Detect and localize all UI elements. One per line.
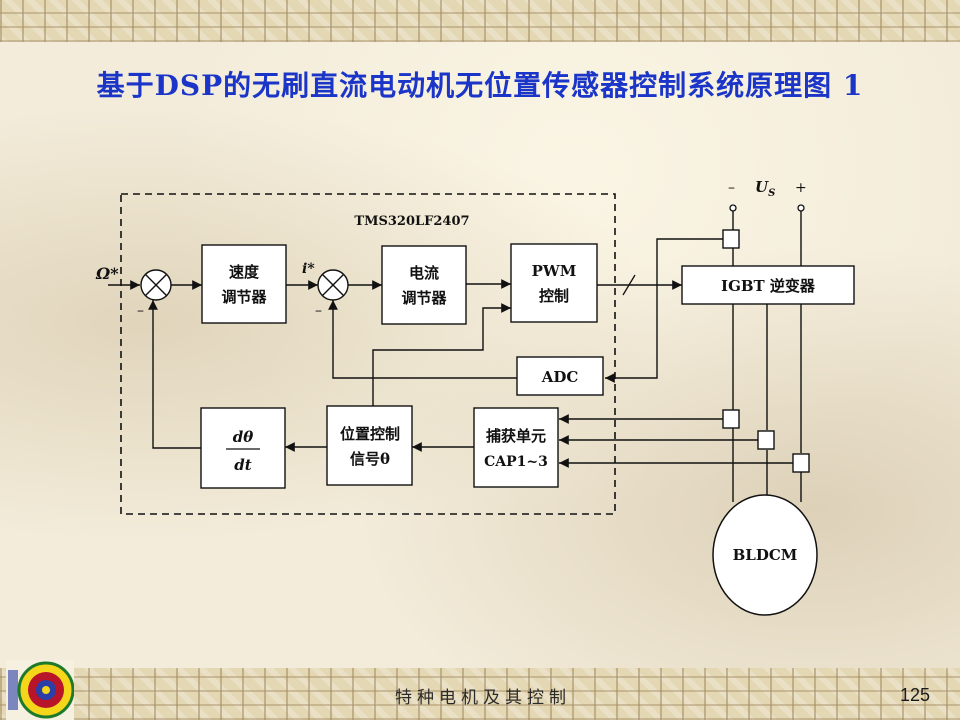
supply-terminals	[729, 204, 805, 266]
position-to-pwm-line	[372, 303, 511, 406]
supply-voltage-label: US	[755, 178, 775, 199]
bldc-motor	[712, 494, 818, 616]
dsp-boundary	[120, 193, 616, 515]
pwm-control-label-2: 控制	[539, 287, 569, 305]
igbt-inverter-label: IGBT 逆变器	[721, 277, 816, 295]
phase-a-sensor	[722, 409, 740, 429]
current-feedback-minus: –	[315, 303, 322, 319]
current-summing-junction	[317, 269, 349, 301]
supply-voltage-subscript: S	[768, 188, 775, 199]
supply-minus-label: –	[728, 180, 735, 196]
igbt-inverter-block	[681, 265, 855, 305]
speed-summing-junction	[140, 269, 172, 301]
university-logo	[6, 660, 74, 720]
current-reference-label: i*	[302, 261, 315, 277]
footer-course-title: 特种电机及其控制	[395, 688, 571, 708]
supply-voltage-symbol: U	[755, 178, 769, 196]
decorative-border-bottom	[0, 668, 960, 720]
capture-unit-label-2: CAP1~3	[484, 454, 548, 470]
current-regulator-label-2: 调节器	[401, 289, 447, 307]
decorative-border-top	[0, 0, 960, 42]
position-signal-label-1: 位置控制	[340, 425, 400, 443]
bus-slash	[622, 274, 636, 296]
speed-regulator-block	[201, 244, 287, 324]
position-signal-label-2: 信号θ	[350, 450, 390, 468]
bldc-motor-label: BLDCM	[733, 546, 798, 564]
speed-regulator-label-2: 调节器	[221, 288, 267, 306]
current-regulator-label-1: 电流	[409, 264, 439, 282]
current-regulator-block	[381, 245, 467, 325]
capture-unit-block	[473, 407, 559, 488]
adc-to-current-sum-line	[328, 300, 517, 379]
pwm-control-label-1: PWM	[532, 262, 577, 280]
derivative-block	[200, 407, 286, 489]
adc-block	[516, 356, 604, 396]
derivative-denominator: dt	[234, 456, 251, 474]
phase-lines	[732, 304, 802, 502]
slide-background	[0, 42, 960, 668]
position-signal-block	[326, 405, 413, 486]
phase-c-sensor	[792, 453, 810, 473]
phase-b-sensor	[757, 430, 775, 450]
derivative-numerator: dθ	[233, 428, 254, 446]
dc-current-to-adc-line	[605, 238, 723, 383]
speed-feedback-line	[148, 300, 201, 449]
adc-label: ADC	[541, 368, 579, 386]
supply-plus-label: +	[795, 180, 807, 196]
dsp-chip-label: TMS320LF2407	[354, 214, 469, 229]
speed-feedback-minus: –	[137, 303, 144, 319]
slide-title: 基于DSP的无刷直流电动机无位置传感器控制系统原理图 1	[96, 69, 864, 102]
page-number: 125	[899, 685, 930, 705]
speed-regulator-label-1: 速度	[229, 263, 260, 281]
pwm-control-block	[510, 243, 598, 323]
capture-unit-label-1: 捕获单元	[486, 427, 546, 445]
dc-current-sensor	[722, 229, 740, 249]
speed-reference-label: Ω*	[95, 264, 119, 283]
